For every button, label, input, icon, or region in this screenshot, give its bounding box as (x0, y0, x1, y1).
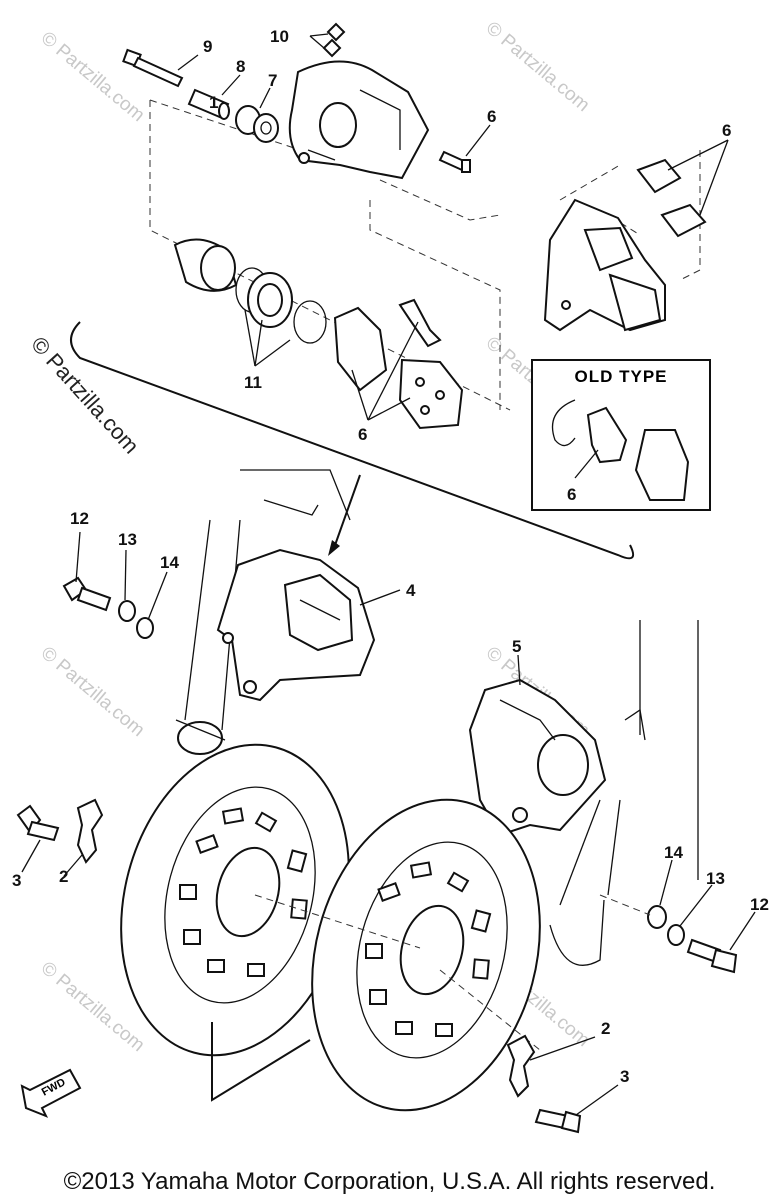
callout-10: 10 (270, 27, 289, 46)
part-4-caliper (216, 548, 376, 702)
group-bracket (70, 321, 634, 560)
callout-6: 6 (358, 425, 367, 444)
callout-6: 6 (567, 485, 576, 504)
parts-2-3-right (506, 1034, 619, 1134)
callout-6: 6 (722, 121, 731, 140)
fork-left (175, 469, 351, 755)
parts-2-3-left (16, 798, 104, 877)
caliper-half-right (543, 198, 666, 332)
watermark: © Partzilla.com (37, 28, 149, 126)
callout-8: 8 (236, 57, 245, 76)
diagram-canvas: © Partzilla.com © Partzilla.com © Partzi… (12, 18, 769, 1134)
callout-12: 12 (70, 509, 89, 528)
part-7-boot (235, 105, 279, 143)
caliper-body-top (288, 60, 430, 180)
fork-right (549, 620, 699, 966)
callout-14: 14 (160, 553, 179, 572)
inset-title: OLD TYPE (574, 367, 667, 386)
callout-9: 9 (203, 37, 212, 56)
fasteners-right (599, 859, 756, 974)
callout-12: 12 (750, 895, 769, 914)
callout-labels: 1 2 2 3 3 4 5 6 6 6 6 7 8 9 10 11 12 12 … (12, 27, 769, 1086)
arrow-head (328, 540, 340, 556)
watermark: © Partzilla.com (482, 18, 594, 116)
part-8-sleeve (187, 88, 230, 120)
callout-14: 14 (664, 843, 683, 862)
fasteners-left (62, 531, 521, 686)
part-6-shims (636, 158, 707, 238)
callout-2: 2 (59, 867, 68, 886)
part-1-disc-left (120, 743, 350, 1057)
part-10-bleeder (322, 22, 346, 58)
callout-2: 2 (601, 1019, 610, 1038)
part-6-screw-top (438, 150, 471, 173)
callout-13: 13 (706, 869, 725, 888)
assembly-lines-top (149, 99, 701, 411)
part-11-piston-seals (173, 238, 327, 344)
callout-1: 1 (209, 93, 218, 112)
part-6-pads (333, 298, 464, 430)
watermark-side: © Partzilla.com (26, 332, 144, 459)
old-type-inset: OLD TYPE (531, 359, 711, 511)
watermark: © Partzilla.com (37, 643, 149, 741)
callout-13: 13 (118, 530, 137, 549)
callout-11: 11 (244, 373, 262, 392)
disc-slots-left (179, 807, 308, 977)
copyright-footer: ©2013 Yamaha Motor Corporation, U.S.A. A… (63, 1168, 716, 1195)
part-1-bracket (211, 1022, 311, 1102)
callout-3: 3 (12, 871, 21, 890)
disc-slots-right (365, 861, 492, 1037)
callout-7: 7 (268, 71, 277, 90)
callout-5: 5 (512, 637, 521, 656)
fwd-arrow-icon: FWD (20, 1068, 82, 1118)
part-5-caliper (468, 678, 607, 837)
leaders-top (177, 33, 729, 421)
part-9-bolt (122, 48, 184, 88)
callout-6: 6 (487, 107, 496, 126)
part-1-disc-right (254, 798, 541, 1112)
callout-4: 4 (406, 581, 416, 600)
callout-3: 3 (620, 1067, 629, 1086)
